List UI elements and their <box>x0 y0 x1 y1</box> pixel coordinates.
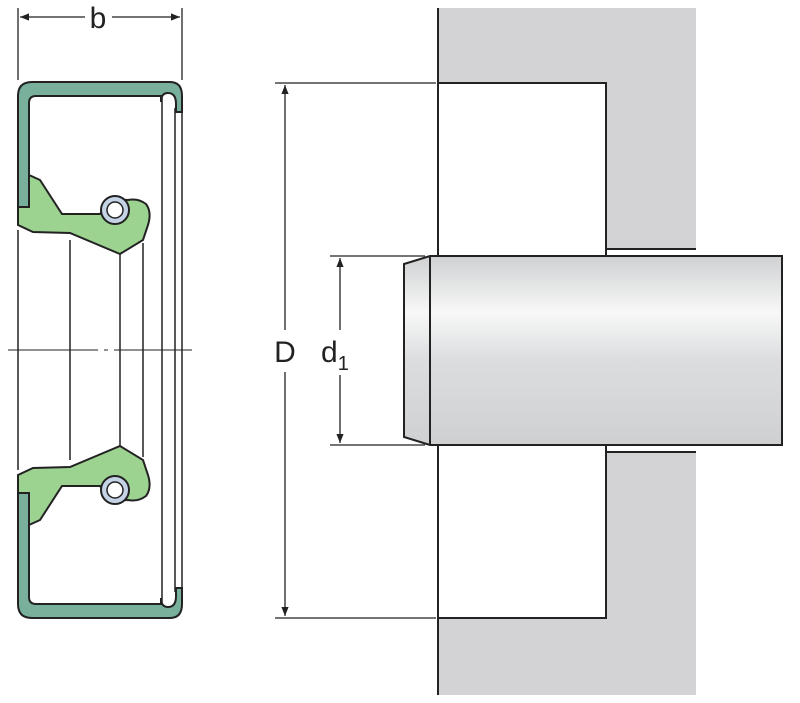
rubber-lip-top <box>17 173 151 256</box>
seal-section: b <box>8 2 192 619</box>
metal-case-top <box>17 81 183 208</box>
dimension-label-b: b <box>90 2 107 35</box>
dimension-label-d1: d1 <box>321 336 349 375</box>
spring-hole <box>106 201 124 219</box>
metal-case-bottom <box>17 492 183 619</box>
dimension-label-D: D <box>274 336 296 369</box>
shaft <box>403 255 783 446</box>
housing-assembly: D d1 <box>274 8 783 695</box>
housing-outline <box>437 8 696 695</box>
spring-hole <box>106 481 124 499</box>
rubber-lip-bottom <box>17 444 151 527</box>
